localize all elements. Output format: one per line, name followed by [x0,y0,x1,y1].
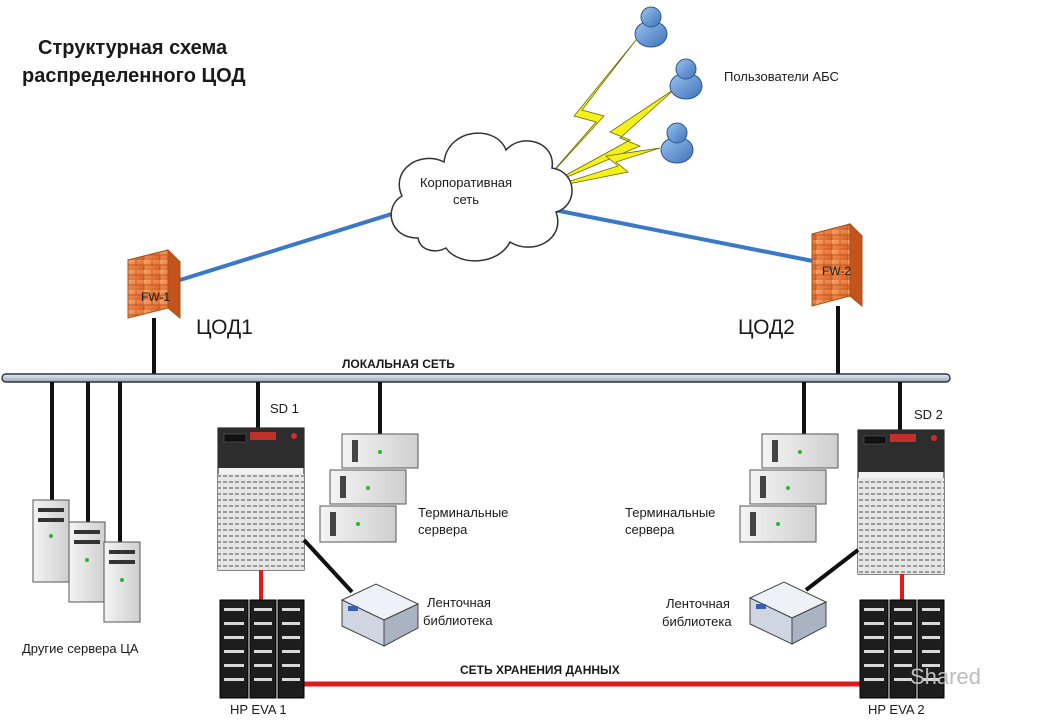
lan-bus [1,373,951,383]
watermark: Shared [910,664,981,689]
wan-link-dc1 [179,210,399,282]
cloud-label-line2: сеть [453,192,479,207]
corporate-network-cloud-icon [390,132,573,262]
tape-left-line1: Ленточная [427,595,491,610]
tape-right-line1: Ленточная [666,596,730,611]
eva1-label: HP EVA 1 [230,702,287,717]
tape-left-line2: библиотека [423,613,493,628]
terminal-servers-left-line2: сервера [418,522,468,537]
tape-right-line2: библиотека [662,614,732,629]
terminal-servers-right-line1: Терминальные [625,505,715,520]
storage-array-icon [219,599,305,699]
cloud-label-line1: Корпоративная [420,175,512,190]
diagram-title-line2: распределенного ЦОД [22,65,246,87]
user-icon [634,6,668,48]
rack-server-icon [329,469,407,505]
firewall-icon [811,222,863,308]
tower-server-icon [103,541,141,623]
site-dc2-label: ЦОД2 [738,316,795,339]
tape-library-icon [748,581,828,645]
storage-controller-icon [217,427,305,571]
other-servers-label: Другие сервера ЦА [22,641,139,656]
link-sd2-tape [804,548,860,592]
user-icon [660,122,694,164]
link-sd1-tape [302,538,354,594]
diagram-title-line1: Структурная схема [38,37,228,59]
rack-server-icon [739,505,817,543]
rack-server-icon [341,433,419,469]
wan-link-dc2 [523,202,819,264]
storage-controller-icon [857,429,945,575]
sd1-label: SD 1 [270,401,299,416]
user-icon [669,58,703,100]
terminal-servers-right-line2: сервера [625,522,675,537]
firewall-icon [127,248,181,320]
rack-server-icon [749,469,827,505]
sd2-label: SD 2 [914,407,943,422]
firewall-fw2-label: FW-2 [822,264,851,278]
san-label: СЕТЬ ХРАНЕНИЯ ДАННЫХ [460,663,620,677]
tower-server-icon [68,521,106,603]
rack-server-icon [319,505,397,543]
wireless-links [541,39,677,189]
tape-library-icon [340,583,420,647]
rack-server-icon [761,433,839,469]
lan-label: ЛОКАЛЬНАЯ СЕТЬ [342,357,455,371]
storage-array-icon [859,599,945,699]
eva2-label: HP EVA 2 [868,702,925,717]
users-label: Пользователи АБС [724,69,839,84]
terminal-servers-left-line1: Терминальные [418,505,508,520]
tower-server-icon [32,499,70,583]
lan-drops [50,382,902,542]
site-dc1-label: ЦОД1 [196,316,253,339]
firewall-fw1-label: FW-1 [141,290,170,304]
